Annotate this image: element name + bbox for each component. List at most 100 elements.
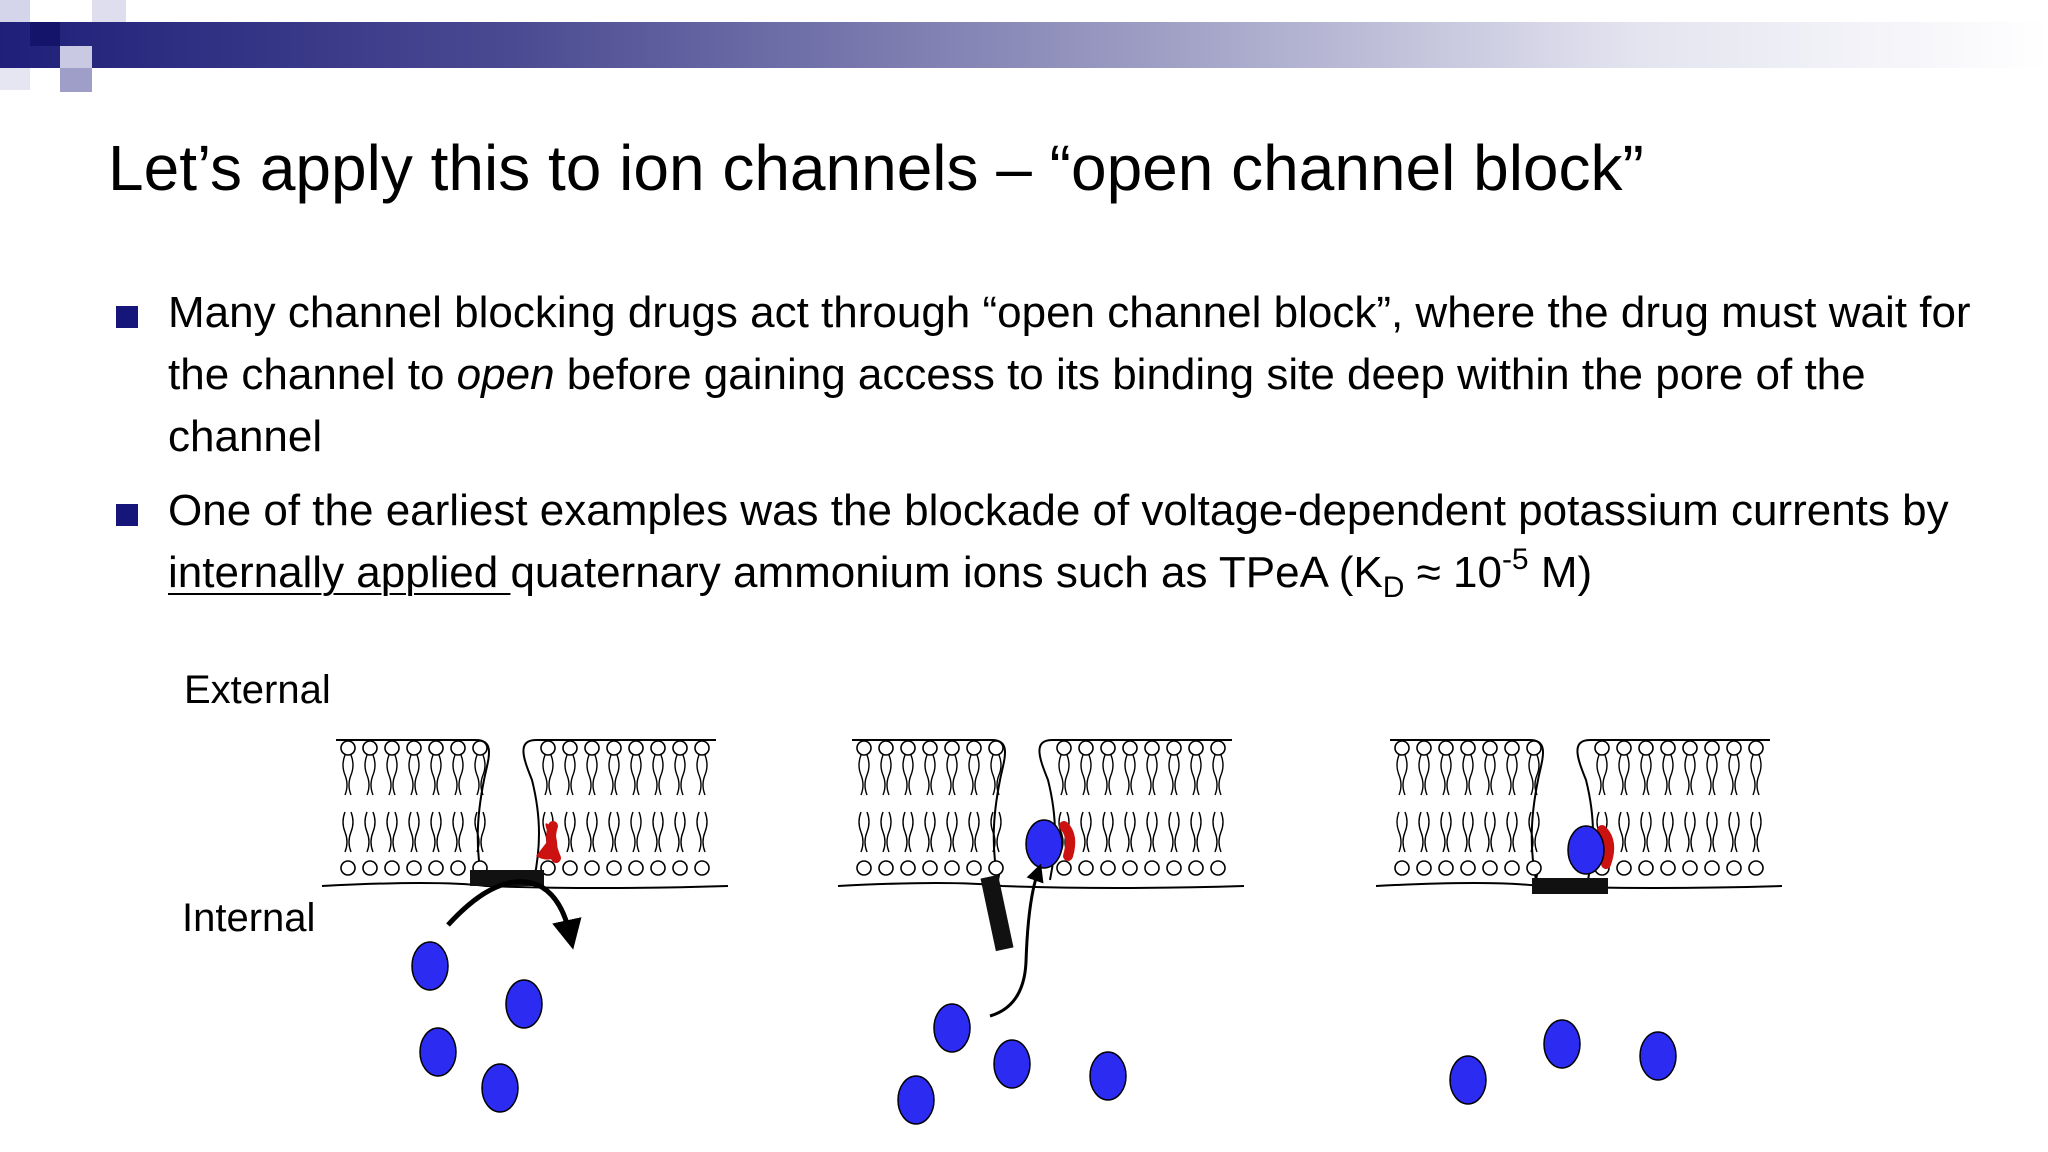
- lipid-head: [340, 860, 356, 876]
- italic-emphasis: open: [456, 350, 555, 399]
- channel-panel-2: [837, 739, 1245, 889]
- lipid-tail: [586, 754, 592, 796]
- lipid-tail: [1190, 811, 1196, 853]
- drug-molecule: [1089, 1051, 1127, 1101]
- lipid-tail: [1218, 754, 1224, 796]
- lipid-tail: [880, 811, 886, 853]
- lipid-head: [1438, 740, 1454, 756]
- lipid-tail: [636, 811, 642, 853]
- lipid-tail: [1130, 754, 1136, 796]
- lipid-tail: [702, 754, 708, 796]
- lipid-tail: [908, 754, 914, 796]
- lipid-tail: [1528, 811, 1534, 853]
- lipid-tail: [658, 754, 664, 796]
- lipid-head: [384, 740, 400, 756]
- bullet-list: Many channel blocking drugs act through …: [112, 282, 1982, 616]
- membrane-outline: [852, 739, 1006, 881]
- lipid-tail: [1196, 811, 1202, 853]
- lipid-tail: [908, 811, 914, 853]
- lipid-tail: [652, 811, 658, 853]
- lipid-tail: [1402, 811, 1408, 853]
- binding-site: [546, 821, 561, 863]
- lipid-tail: [1528, 754, 1534, 796]
- lipid-tail: [1212, 811, 1218, 853]
- lipid-tail: [968, 811, 974, 853]
- lipid-tail: [680, 754, 686, 796]
- lipid-tail: [930, 811, 936, 853]
- lipid-tail: [1728, 811, 1734, 853]
- lipid-tail: [1506, 754, 1512, 796]
- lipid-tail: [946, 811, 952, 853]
- lipid-head: [562, 860, 578, 876]
- lipid-tail: [1756, 811, 1762, 853]
- lipid-tail: [674, 811, 680, 853]
- lipid-tail: [652, 754, 658, 796]
- internal-label: Internal: [182, 896, 316, 940]
- lipid-tail: [548, 754, 554, 796]
- header-decor-square: [0, 68, 30, 90]
- lipid-tail: [996, 754, 1002, 796]
- lipid-head: [1056, 860, 1072, 876]
- lipid-tail: [1668, 754, 1674, 796]
- header-decor-square: [0, 0, 30, 22]
- lipid-tail: [1750, 754, 1756, 796]
- lipid-tail: [1124, 754, 1130, 796]
- lipid-head: [1460, 860, 1476, 876]
- lipid-tail: [1728, 754, 1734, 796]
- lipid-tail: [886, 754, 892, 796]
- lipid-tail: [924, 811, 930, 853]
- lipid-head: [900, 860, 916, 876]
- lipid-tail: [1684, 754, 1690, 796]
- drug-molecule: [481, 1063, 519, 1113]
- lipid-tail: [452, 754, 458, 796]
- lipid-tail: [452, 811, 458, 853]
- lipid-tail: [1684, 811, 1690, 853]
- lipid-tail: [858, 811, 864, 853]
- lipid-head: [1394, 740, 1410, 756]
- lipid-tail: [902, 811, 908, 853]
- lipid-head: [606, 860, 622, 876]
- lipid-tail: [1640, 754, 1646, 796]
- lipid-tail: [430, 811, 436, 853]
- lipid-tail: [1646, 811, 1652, 853]
- lipid-tail: [386, 811, 392, 853]
- lipid-tail: [1506, 811, 1512, 853]
- lipid-tail: [614, 754, 620, 796]
- lipid-head: [1704, 740, 1720, 756]
- lipid-tail: [370, 754, 376, 796]
- lipid-tail: [1712, 754, 1718, 796]
- lipid-tail: [1484, 754, 1490, 796]
- lipid-tail: [1418, 811, 1424, 853]
- lipid-head: [584, 860, 600, 876]
- bullet-square-icon: [116, 504, 138, 526]
- lipid-head: [856, 740, 872, 756]
- bullet-item: Many channel blocking drugs act through …: [112, 282, 1982, 468]
- lipid-head: [628, 860, 644, 876]
- lipid-tail: [592, 754, 598, 796]
- lipid-tail: [1706, 811, 1712, 853]
- lipid-tail: [1396, 754, 1402, 796]
- lipid-tail: [1152, 754, 1158, 796]
- lipid-head: [1616, 740, 1632, 756]
- lipid-tail: [1440, 811, 1446, 853]
- lipid-head: [428, 740, 444, 756]
- lipid-tail: [952, 811, 958, 853]
- lipid-head: [606, 740, 622, 756]
- binding-site: [1597, 825, 1615, 869]
- lipid-head: [1122, 740, 1138, 756]
- drug-molecule: [411, 941, 449, 991]
- drug-molecule: [1639, 1031, 1677, 1081]
- lipid-head: [1394, 860, 1410, 876]
- lipid-tail: [1596, 754, 1602, 796]
- lipid-tail: [1490, 811, 1496, 853]
- lipid-head: [1594, 740, 1610, 756]
- lipid-tail: [392, 811, 398, 853]
- lipid-head: [1144, 860, 1160, 876]
- lipid-head: [1416, 860, 1432, 876]
- lipid-tail: [1086, 754, 1092, 796]
- lipid-tail: [414, 811, 420, 853]
- lipid-tail: [1446, 811, 1452, 853]
- drug-molecule: [933, 1003, 971, 1053]
- lipid-head: [1526, 740, 1542, 756]
- lipid-tail: [1146, 754, 1152, 796]
